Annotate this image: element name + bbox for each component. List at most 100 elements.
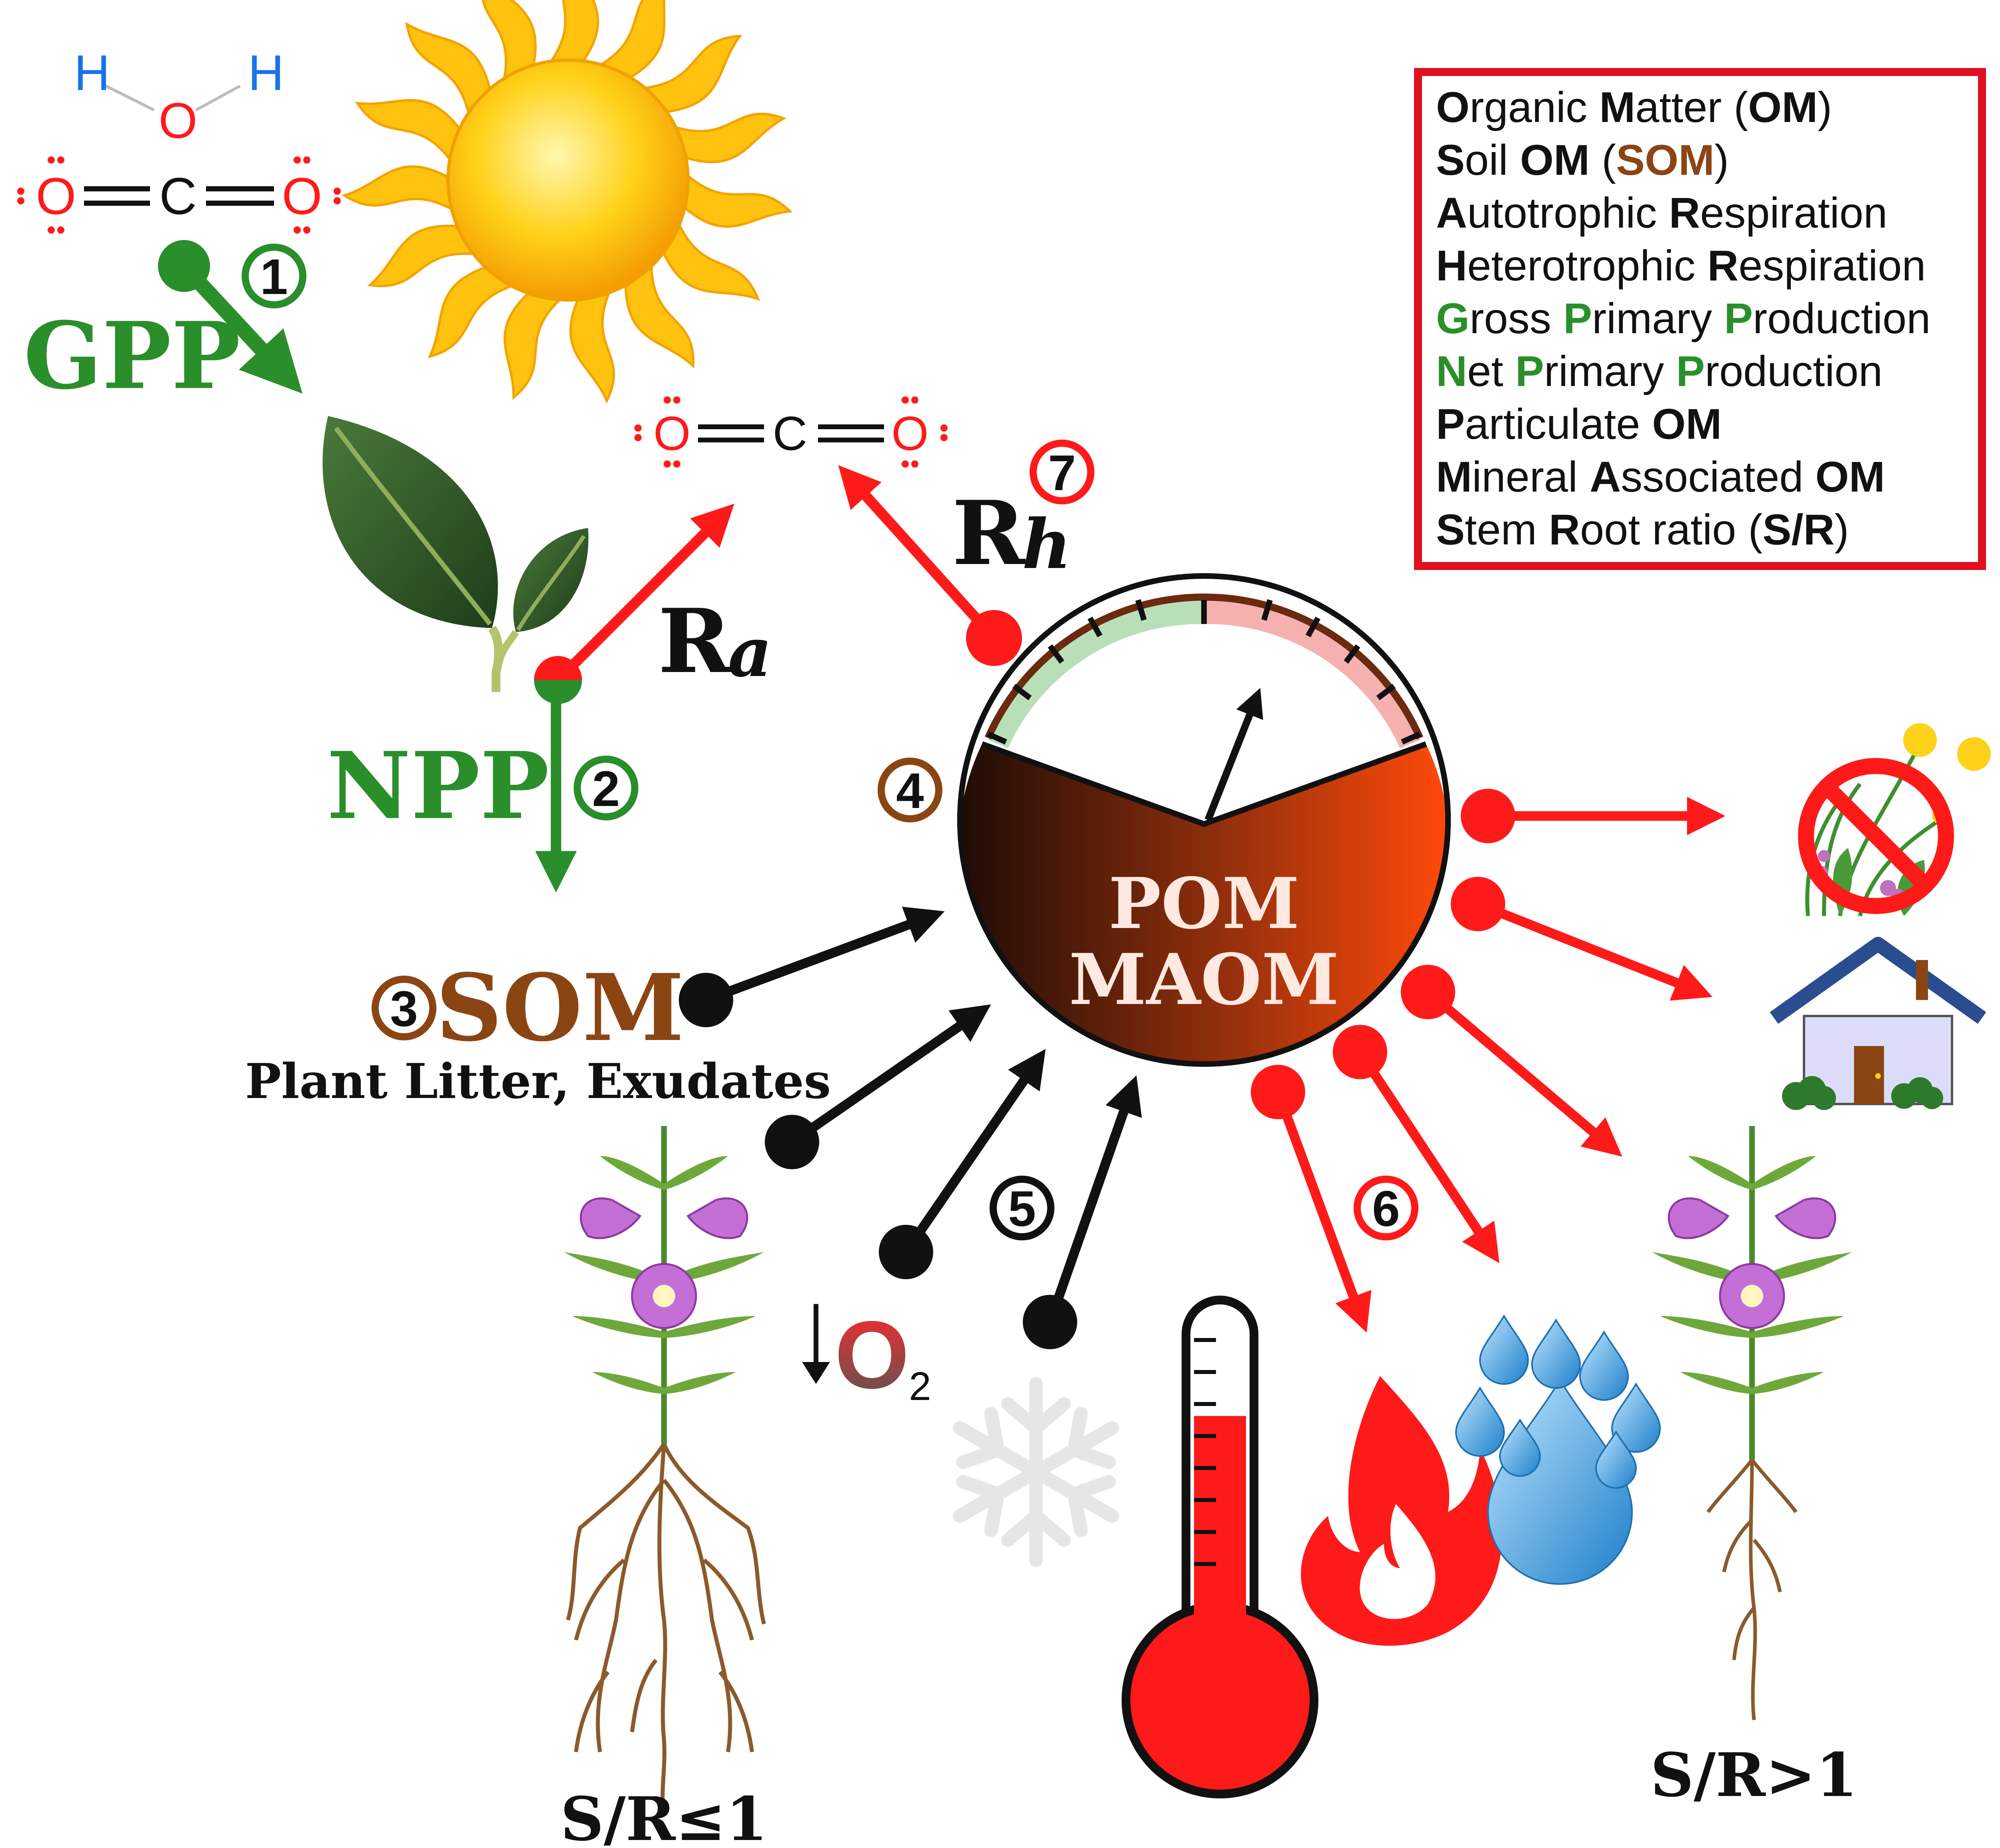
legend-segment: R bbox=[1707, 241, 1738, 290]
legend-segment: roduction bbox=[1753, 294, 1930, 342]
sr-left-label: S/R≤1 bbox=[560, 1784, 768, 1848]
landuse-output-arrow bbox=[1451, 877, 1713, 1001]
ra-arrow bbox=[534, 504, 734, 704]
cold-input-arrow bbox=[1023, 1075, 1142, 1349]
legend-line: Stem Root ratio (S/R) bbox=[1436, 505, 1849, 554]
som-subtitle: Plant Litter, Exudates bbox=[245, 1053, 831, 1110]
legend-segment: tem bbox=[1465, 505, 1549, 554]
som-input-arrow bbox=[679, 906, 945, 1027]
sun-icon bbox=[341, 0, 793, 404]
weeds-output-arrow bbox=[1461, 789, 1726, 843]
ra-label: R a bbox=[658, 589, 772, 693]
co2-mid-o-left: O bbox=[653, 407, 690, 460]
legend-line: Soil OM (SOM) bbox=[1436, 136, 1729, 184]
co2-top-o-right: O bbox=[282, 167, 322, 225]
legend-segment: espiration bbox=[1700, 188, 1887, 237]
legend-segment: ineral bbox=[1472, 452, 1590, 501]
o2-icon: O 2 bbox=[802, 1301, 931, 1409]
step-6-num: 6 bbox=[1372, 1181, 1400, 1237]
legend-segment: oil bbox=[1465, 136, 1520, 184]
legend: Organic Matter (OM)Soil OM (SOM)Autotrop… bbox=[1414, 68, 1986, 570]
legend-segment: rganic bbox=[1470, 83, 1599, 131]
no-weeds-icon bbox=[1798, 723, 1991, 917]
co2-mid-o-right: O bbox=[891, 407, 928, 460]
rh-label: R h bbox=[952, 481, 1072, 585]
step-1: 1 bbox=[242, 244, 306, 308]
legend-line: Mineral Associated OM bbox=[1436, 452, 1885, 501]
legend-segment: atter ( bbox=[1635, 83, 1748, 131]
legend-segment: OM bbox=[1748, 83, 1818, 131]
legend-segment: roduction bbox=[1705, 347, 1882, 395]
legend-line: Organic Matter (OM) bbox=[1436, 83, 1832, 131]
ra-sub: a bbox=[728, 612, 772, 692]
legend-line: Autotrophic Respiration bbox=[1436, 188, 1888, 237]
o2-input-arrow bbox=[879, 1049, 1046, 1279]
root-input-arrow bbox=[765, 1004, 991, 1169]
gauge-needle bbox=[1204, 688, 1263, 822]
legend-line: Net Primary Production bbox=[1436, 347, 1882, 395]
legend-segment: P bbox=[1676, 347, 1705, 395]
thermometer-icon bbox=[1122, 1296, 1318, 1798]
house-icon bbox=[1770, 937, 1986, 1110]
legend-segment: O bbox=[1436, 83, 1470, 131]
legend-line: Particulate OM bbox=[1436, 400, 1722, 448]
step-7-num: 7 bbox=[1048, 445, 1076, 501]
flower-plant-left bbox=[564, 1126, 766, 1816]
legend-segment: oot ratio ( bbox=[1580, 505, 1762, 554]
legend-segment: utotrophic bbox=[1467, 188, 1669, 237]
legend-segment: OM bbox=[1652, 400, 1722, 448]
legend-segment: A bbox=[1436, 188, 1467, 237]
legend-segment: M bbox=[1599, 83, 1635, 131]
legend-segment: N bbox=[1436, 347, 1467, 395]
step-6: 6 bbox=[1354, 1176, 1418, 1240]
legend-segment: rimary bbox=[1592, 294, 1724, 342]
legend-segment: R bbox=[1549, 505, 1580, 554]
legend-segment: G bbox=[1436, 294, 1470, 342]
legend-segment: articulate bbox=[1465, 400, 1652, 448]
legend-segment: P bbox=[1563, 294, 1592, 342]
legend-segment: espiration bbox=[1738, 241, 1926, 290]
black-arrows bbox=[679, 906, 1142, 1349]
legend-segment: eterotrophic bbox=[1467, 241, 1707, 290]
flower-plant-right bbox=[1652, 1126, 1852, 1720]
step-5: 5 bbox=[990, 1176, 1054, 1240]
legend-segment: R bbox=[1669, 188, 1700, 237]
legend-line: Gross Primary Production bbox=[1436, 294, 1930, 342]
legend-segment: S bbox=[1436, 505, 1465, 554]
legend-segment: ( bbox=[1590, 136, 1616, 184]
step-3-num: 3 bbox=[390, 981, 418, 1037]
water-o: O bbox=[158, 93, 197, 149]
legend-segment: M bbox=[1436, 452, 1472, 501]
legend-segment: SOM bbox=[1616, 136, 1714, 184]
legend-line: Heterotrophic Respiration bbox=[1436, 241, 1926, 290]
gauge-icon: POM MAOM bbox=[957, 573, 1451, 1067]
step-4-num: 4 bbox=[896, 763, 924, 819]
step-2: 2 bbox=[574, 756, 638, 820]
co2-molecule-mid: O C O bbox=[634, 396, 948, 468]
legend-segment: ) bbox=[1714, 136, 1729, 184]
legend-segment: ) bbox=[1818, 83, 1832, 131]
co2-top-o-left: O bbox=[36, 167, 76, 225]
flower-plant-icon bbox=[564, 1126, 1852, 1816]
snowflake-icon bbox=[953, 1377, 1119, 1567]
co2-top-c: C bbox=[159, 167, 197, 225]
water-output-arrow bbox=[1333, 1025, 1500, 1264]
legend-segment: S/R bbox=[1762, 505, 1834, 554]
water-molecule: H O H bbox=[74, 45, 284, 149]
step-2-num: 2 bbox=[592, 761, 620, 817]
legend-segment: et bbox=[1467, 347, 1515, 395]
step-3: 3 bbox=[372, 976, 436, 1040]
red-arrows bbox=[1251, 789, 1726, 1333]
water-drops-icon bbox=[1455, 1314, 1661, 1585]
water-h-left: H bbox=[74, 45, 110, 101]
legend-segment: H bbox=[1436, 241, 1467, 290]
legend-segment: A bbox=[1590, 452, 1621, 501]
som-label: SOM bbox=[436, 954, 684, 1062]
co2-molecule-top: O C O bbox=[17, 156, 341, 234]
legend-segment: P bbox=[1724, 294, 1753, 342]
gpp-label: GPP bbox=[24, 302, 240, 410]
legend-segment: ssociated bbox=[1621, 452, 1815, 501]
legend-segment: OM bbox=[1520, 136, 1590, 184]
pom-label: POM bbox=[1108, 863, 1300, 945]
step-7: 7 bbox=[1030, 440, 1094, 504]
